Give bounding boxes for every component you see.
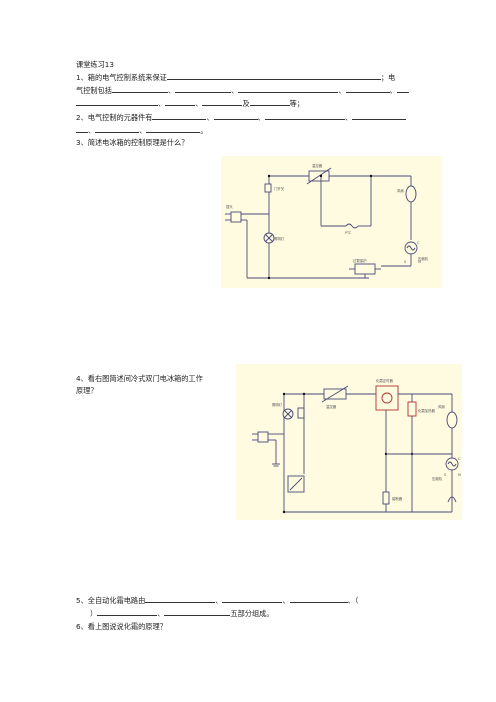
label-fan: 风扇	[397, 188, 404, 193]
answer-blank[interactable]	[175, 85, 232, 93]
answer-blank[interactable]	[213, 112, 258, 120]
separator: 、	[347, 596, 355, 605]
label-timer: 化霜定时器	[376, 378, 394, 383]
q5-end: 五部分组成。	[230, 609, 274, 618]
door-switch-icon	[264, 183, 272, 193]
answer-blank[interactable]	[146, 125, 201, 133]
separator: 、	[338, 86, 346, 95]
separator: 、	[157, 609, 165, 618]
label-prot: 过载保护	[353, 258, 367, 263]
overload-icon	[447, 496, 457, 503]
open-paren: （	[354, 596, 359, 605]
label-plug: 插头	[226, 204, 233, 209]
label-motor: 压缩机	[432, 476, 443, 481]
label-ptc: PTC	[345, 231, 352, 235]
refrigerator-circuit-diagram-1: 温控器 门开关 照明灯 插头 风扇 压缩机 PTC 过载保护 C S M	[221, 156, 441, 288]
answer-blank[interactable]	[202, 98, 243, 106]
answer-blank[interactable]	[249, 98, 290, 106]
label-lamp: 照明灯	[274, 236, 285, 241]
q2-text: 2、电气控制的元器件有	[76, 113, 153, 122]
plug-icon	[230, 211, 242, 223]
answer-blank[interactable]	[289, 595, 348, 603]
fan-icon	[446, 411, 458, 429]
label-m: M	[418, 260, 421, 264]
answer-blank[interactable]	[396, 85, 409, 93]
refrigerator-circuit-diagram-2: 化霜定时器 化霜加热器 熔断器 温控器 照明灯 风扇 压缩机 C S M	[236, 364, 462, 520]
overload-protector-icon	[354, 263, 376, 275]
label-door: 门开关	[274, 186, 285, 191]
answer-blank[interactable]	[222, 595, 283, 603]
answer-blank[interactable]	[97, 608, 158, 616]
answer-blank[interactable]	[352, 112, 407, 120]
defrost-timer-icon	[375, 385, 399, 411]
plug-icon	[257, 431, 269, 443]
separator: 、	[158, 99, 166, 108]
page-title: 课堂练习13	[76, 60, 114, 69]
separator: 、	[139, 126, 147, 135]
q1-text-2: 气控制包括	[76, 86, 112, 95]
q1-tail: ；电	[380, 73, 396, 82]
answer-blank[interactable]	[95, 125, 140, 133]
q1-text: 1、箱的电气控制系统来保证	[76, 73, 167, 82]
label-temp: 温控器	[312, 163, 323, 168]
q5-text: 5、全自动化霜电路由	[76, 596, 146, 605]
circuit-svg-1: 温控器 门开关 照明灯 插头 风扇 压缩机 PTC 过载保护 C S M	[225, 163, 429, 280]
question-2-line-1: 2、电气控制的元器件有 、 、 、	[76, 112, 407, 122]
label-c: C	[458, 457, 461, 461]
answer-blank[interactable]	[164, 608, 231, 616]
label-temp: 温控器	[326, 404, 337, 409]
etc-word: 等；	[289, 99, 304, 108]
label-lamp: 照明灯	[272, 402, 283, 407]
answer-blank[interactable]	[76, 98, 158, 106]
question-1-line-2: 气控制包括 、 、 、 、	[76, 85, 409, 95]
question-4-line-2: 原理？	[76, 386, 98, 395]
separator: 、	[282, 596, 290, 605]
separator: 、	[344, 113, 353, 122]
question-6: 6、看上图说说化霜的原理？	[76, 622, 167, 631]
separator: 、	[257, 113, 265, 122]
label-fan: 风扇	[438, 404, 445, 409]
door-switch-icon	[297, 407, 305, 419]
question-5-line-2: ） 、 五部分组成。	[76, 608, 274, 618]
separator: 、	[88, 126, 96, 135]
label-fuse: 熔断器	[392, 496, 403, 501]
separator: 、	[231, 86, 239, 95]
fuse-icon	[382, 491, 390, 505]
answer-blank[interactable]	[238, 85, 339, 93]
separator: 、	[206, 113, 214, 122]
separator: 、	[195, 99, 203, 108]
period: 。	[200, 126, 208, 135]
circuit-svg-2: 化霜定时器 化霜加热器 熔断器 温控器 照明灯 风扇 压缩机 C S M	[252, 378, 461, 514]
label-motor: 压缩机	[418, 256, 429, 261]
ptc-icon	[345, 223, 359, 229]
label-c: C	[417, 241, 420, 245]
question-4-line-1: 4、看右图简述间冷式双门电冰箱的工作	[76, 374, 203, 383]
label-heater: 化霜加热器	[418, 408, 436, 413]
and-word: 及	[242, 99, 250, 108]
separator: 、	[215, 596, 223, 605]
separator: 、	[389, 86, 397, 95]
answer-blank[interactable]	[166, 72, 381, 80]
question-2-line-2: 、 、 。	[76, 125, 208, 135]
separator: 、	[167, 86, 176, 95]
answer-blank[interactable]	[345, 85, 390, 93]
close-paren: ）	[90, 609, 98, 618]
answer-blank[interactable]	[111, 85, 168, 93]
answer-blank[interactable]	[145, 595, 216, 603]
answer-blank[interactable]	[165, 98, 196, 106]
answer-blank[interactable]	[152, 112, 207, 120]
question-3: 3、简述电冰箱的控制原理是什么？	[76, 138, 189, 147]
answer-blank[interactable]	[264, 112, 345, 120]
answer-blank[interactable]	[76, 125, 88, 133]
label-m: M	[458, 473, 461, 477]
defrost-heater-icon	[407, 401, 417, 417]
question-5-line-1: 5、全自动化霜电路由、、、（	[76, 595, 358, 605]
label-s: S	[404, 260, 406, 264]
question-1-line-3: 、 、 及 等；	[76, 98, 304, 108]
fan-icon	[405, 185, 417, 203]
question-1-line-1: 1、箱的电气控制系统来保证 ；电	[76, 72, 395, 82]
label-s: S	[444, 473, 446, 477]
